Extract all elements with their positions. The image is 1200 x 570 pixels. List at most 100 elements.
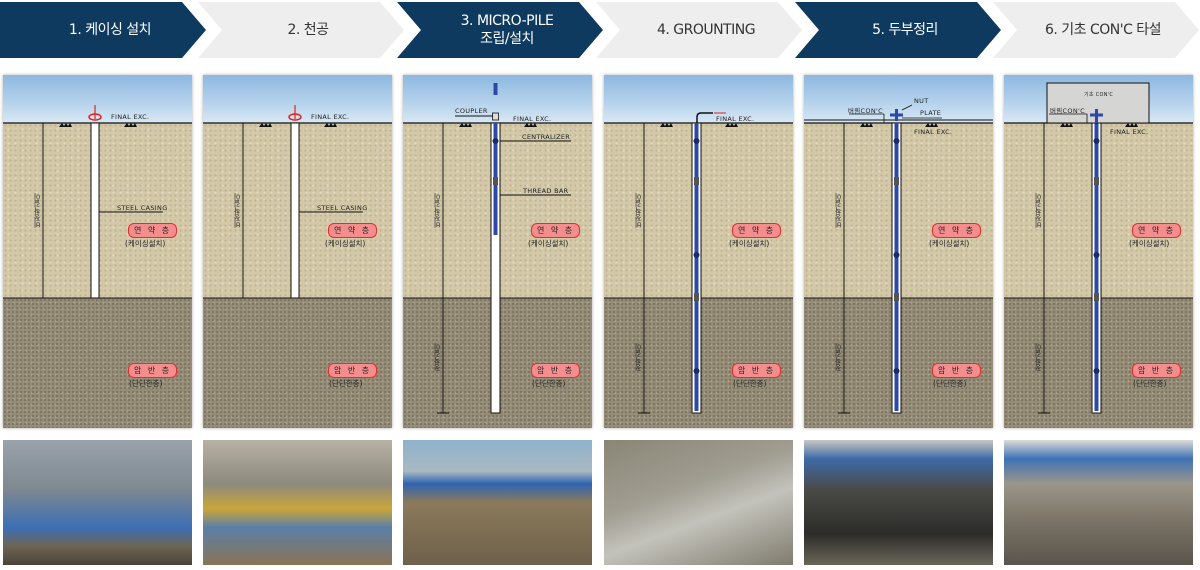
centralizer-icon [893, 368, 900, 374]
anchored-length-label: 정착길이 [1034, 343, 1042, 371]
ground-hatch-icon [524, 123, 537, 127]
rock-layer-note: (단단한층) [1133, 379, 1167, 388]
nut-plate-icon [890, 109, 903, 121]
step-1[interactable]: 1. 케이싱 설치 [0, 2, 206, 58]
head-trimming-photo [804, 440, 993, 565]
soft-layer-badge: 연 약 층 [732, 223, 782, 238]
final-exc-label: FINAL EXC. [1110, 128, 1149, 136]
soft-layer-note: (케이싱설치) [929, 239, 970, 248]
coupler-label: COUPLER [455, 107, 488, 115]
anchored-length-label: 정착길이 [834, 343, 842, 371]
rotation-arrow-icon [88, 113, 102, 121]
rock-layer-badge: 암 반 층 [128, 363, 178, 378]
ground-hatch-icon [1125, 123, 1138, 127]
step-label: 5. 두부정리 [872, 22, 938, 38]
thread-bar [894, 123, 899, 411]
ground-hatch-icon [725, 123, 738, 127]
lean-conc-label: 버림CON'C [848, 107, 883, 115]
thread-bar-top [493, 83, 498, 95]
nut-plate-icon [1090, 109, 1103, 123]
grouting-photo [604, 440, 793, 565]
section-drawing [203, 105, 392, 299]
rock-layer-badge: 암 반 층 [531, 363, 581, 378]
soft-layer-badge: 연 약 층 [128, 223, 178, 238]
step-3[interactable]: 3. MICRO-PILE 조립/설치 [397, 2, 603, 58]
rock-layer-note: (단단한층) [129, 379, 163, 388]
step-2[interactable]: 2. 천공 [198, 2, 404, 58]
ground-hatch-icon [124, 123, 137, 127]
step-label: 1. 케이싱 설치 [68, 22, 152, 38]
centralizer-icon [1093, 138, 1100, 144]
section-drawing [604, 112, 793, 414]
centralizer-label: CENTRALIZER [522, 133, 571, 141]
ground-hatch-icon [259, 123, 272, 127]
rotation-arrow-icon [288, 113, 302, 121]
rock-layer-note: (단단한층) [933, 379, 967, 388]
anchored-length-label: 정착길이 [634, 343, 642, 371]
ground-hatch-icon [459, 123, 472, 127]
footing-concrete-photo [1004, 440, 1193, 565]
centralizer-icon [492, 138, 499, 144]
ground-hatch-icon [59, 123, 72, 127]
soft-layer-badge: 연 약 층 [1132, 223, 1182, 238]
final-exc-label: FINAL EXC. [914, 128, 953, 136]
rock-layer-note: (단단한층) [532, 379, 566, 388]
ground-hatch-icon [660, 123, 673, 127]
step-label: 3. MICRO-PILE 조립/설치 [460, 13, 554, 47]
soft-layer-note: (케이싱설치) [729, 239, 770, 248]
soft-layer-badge: 연 약 층 [328, 223, 378, 238]
unanchored-length-label: 비정착길이 [433, 193, 441, 228]
soft-layer-badge: 연 약 층 [531, 223, 581, 238]
steel-casing-label: STEEL CASING [117, 204, 168, 212]
nut-label: NUT [914, 97, 929, 105]
lean-conc-label: 버림CON'C [1050, 107, 1085, 115]
step-5[interactable]: 5. 두부정리 [795, 2, 1001, 58]
centralizer-icon [693, 368, 700, 374]
rock-layer-badge: 암 반 층 [1132, 363, 1182, 378]
grout-hose [696, 112, 713, 123]
centralizer-icon [1093, 368, 1100, 374]
ground-hatch-icon [925, 123, 938, 127]
centralizer-icon [893, 252, 900, 258]
step-4[interactable]: 4. GROUNTING [596, 2, 802, 58]
section-drawing [3, 105, 192, 299]
coupler-joint [894, 293, 899, 301]
soft-layer-note: (케이싱설치) [528, 239, 569, 248]
unanchored-length-label: 비정착길이 [834, 193, 842, 228]
rock-layer-note: (단단한층) [329, 379, 363, 388]
coupler-joint [493, 177, 498, 185]
centralizer-icon [693, 252, 700, 258]
final-exc-label: FINAL EXC. [111, 113, 150, 121]
centralizer-icon [1093, 252, 1100, 258]
section-drawing [804, 104, 993, 414]
steel-casing-label: STEEL CASING [317, 204, 368, 212]
anchored-length-label: 정착길이 [433, 343, 441, 371]
casing-install-photo [3, 440, 192, 565]
final-exc-label: FINAL EXC. [311, 113, 350, 121]
coupler-joint [694, 293, 699, 301]
sky-layer [3, 75, 192, 123]
steel-casing [290, 122, 300, 299]
thread-bar [1094, 123, 1099, 411]
plate-label: PLATE [920, 109, 942, 117]
rock-layer-badge: 암 반 층 [932, 363, 982, 378]
process-steps: 1. 케이싱 설치 2. 천공 3. MICRO-PILE 조립/설치 4. GROU… [0, 2, 1200, 58]
final-exc-label: FINAL EXC. [716, 115, 755, 123]
ground-hatch-icon [324, 123, 337, 127]
step-6[interactable]: 6. 기초 CON'C 타설 [993, 2, 1199, 58]
sky-layer [203, 75, 392, 123]
soft-layer-note: (케이싱설치) [125, 239, 166, 248]
coupler-joint [894, 177, 899, 185]
soft-layer-note: (케이싱설치) [325, 239, 366, 248]
unanchored-length-label: 비정착길이 [1034, 193, 1042, 228]
footing-conc-label: 기초 CON'C [1084, 92, 1114, 98]
centralizer-icon [693, 138, 700, 144]
rock-layer [3, 298, 192, 428]
thread-bar-label: THREAD BAR [523, 187, 569, 195]
section-drawing [1004, 82, 1193, 414]
unanchored-length-label: 비정착길이 [233, 193, 241, 228]
coupler-joint [694, 177, 699, 185]
step-label: 6. 기초 CON'C 타설 [1044, 22, 1162, 38]
